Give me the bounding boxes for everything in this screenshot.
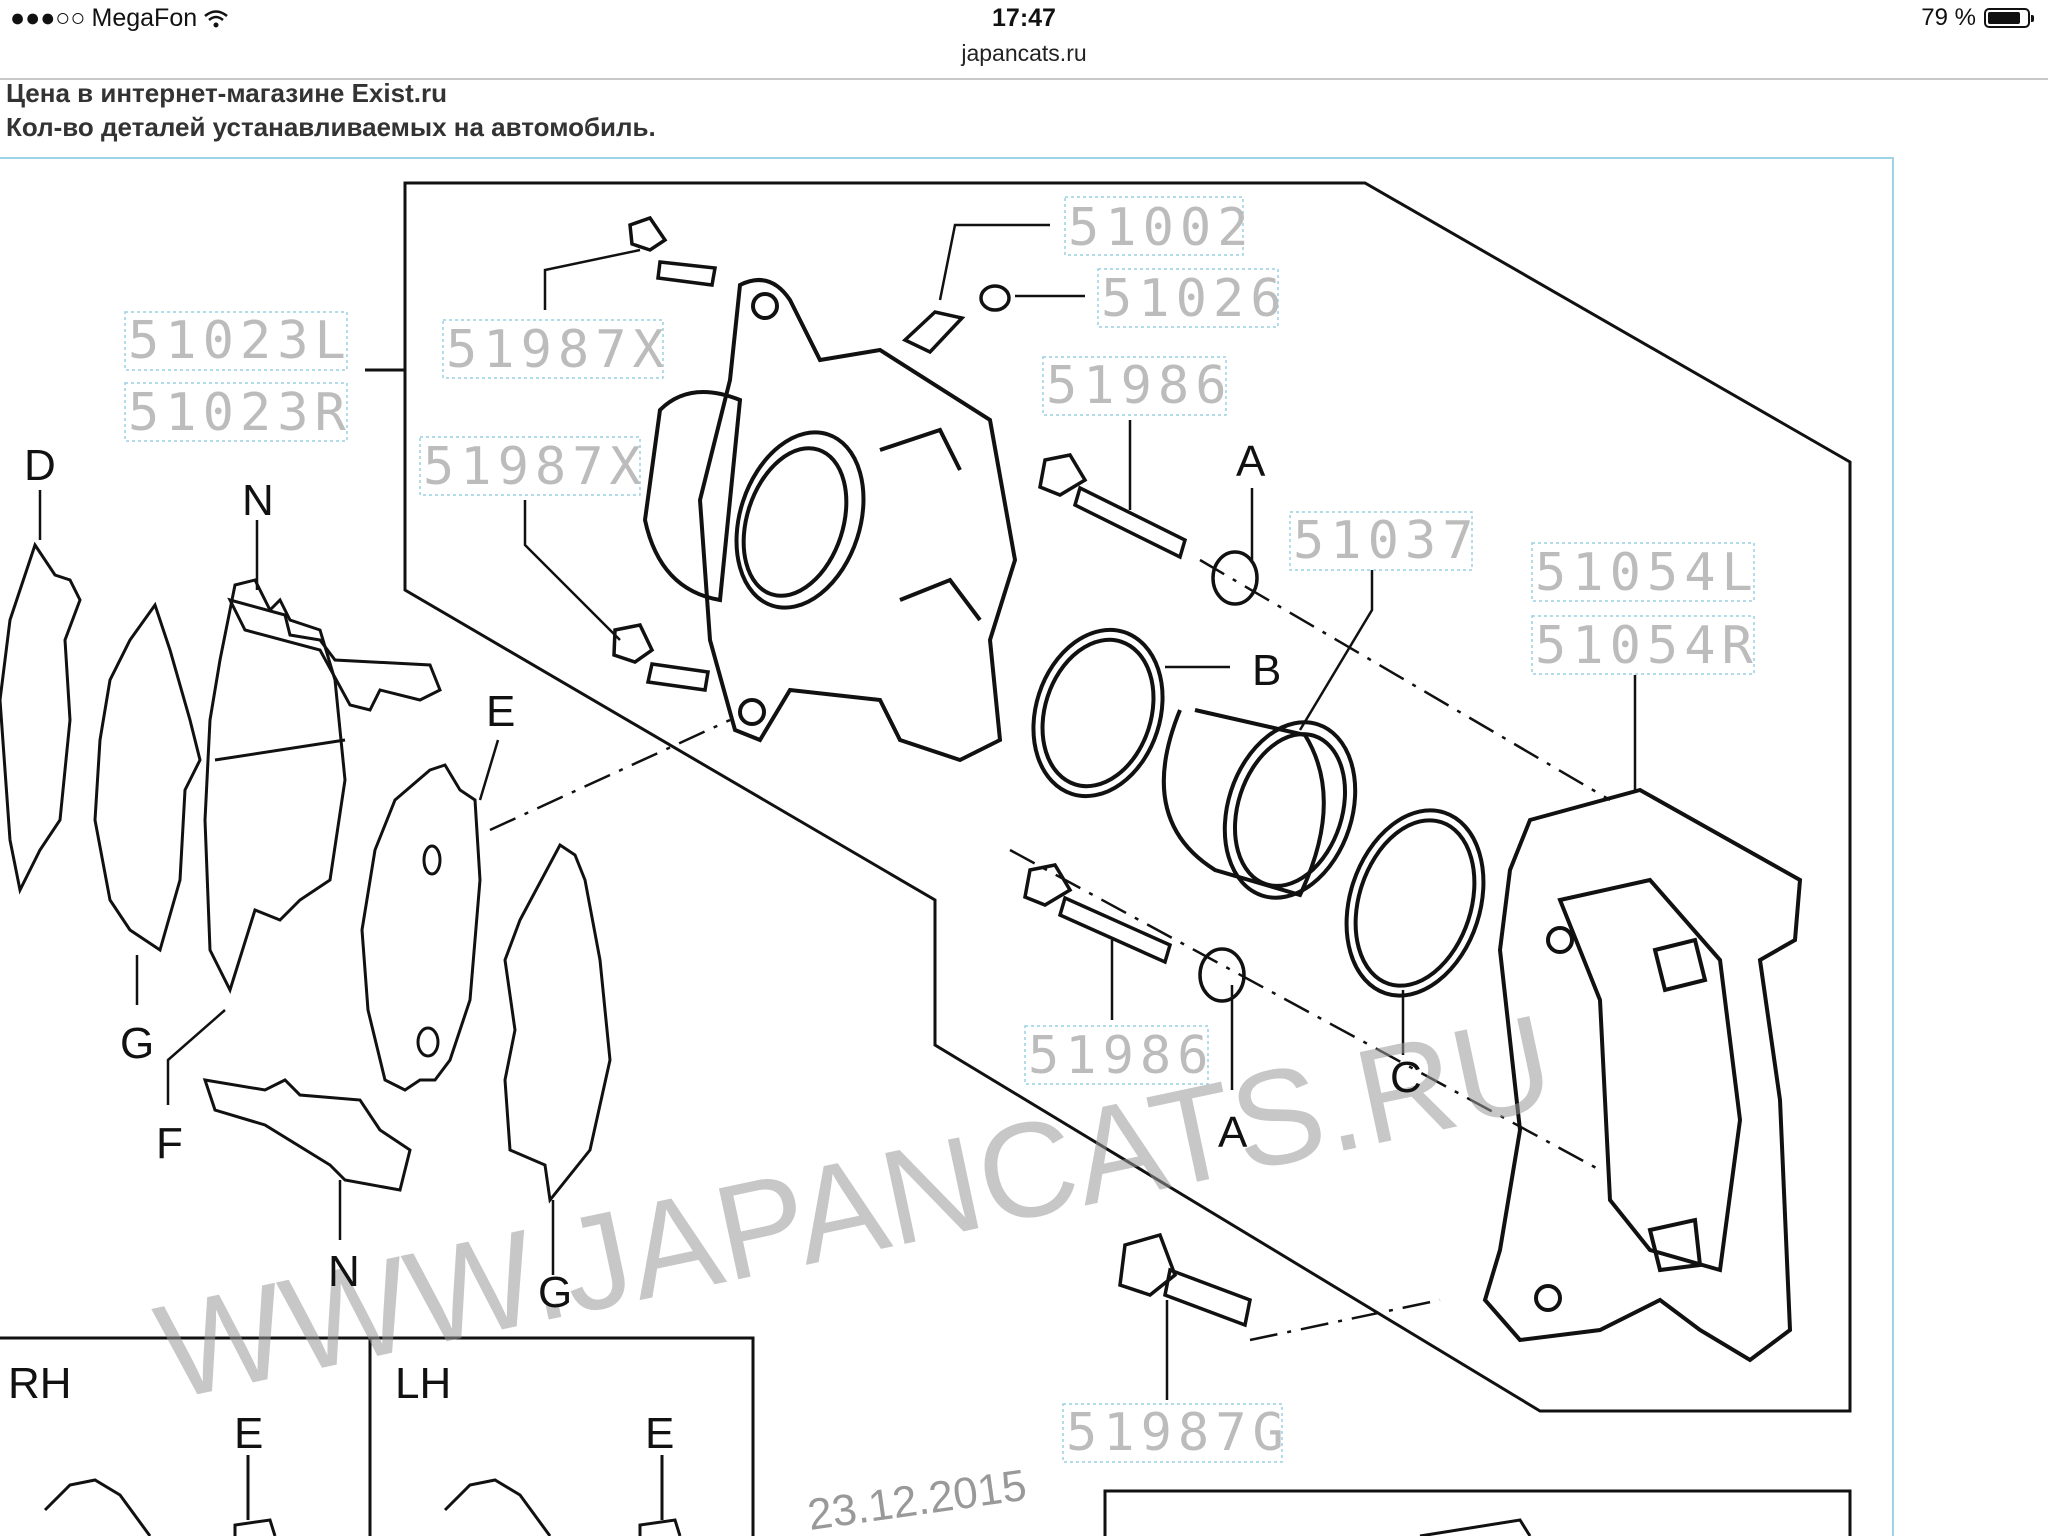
battery-icon — [1984, 8, 2034, 28]
callout-e-rh: E — [234, 1409, 263, 1458]
part-number-51986-bottom[interactable]: 51986 — [1028, 1026, 1215, 1086]
carrier-name: MegaFon — [91, 4, 198, 32]
callout-g-left: G — [120, 1019, 154, 1068]
carrier-info: ●●●○○ MegaFon — [10, 4, 229, 33]
part-number-51002[interactable]: 51002 — [1068, 198, 1255, 258]
callout-n-top: N — [242, 476, 274, 525]
callout-c: C — [1390, 1053, 1422, 1102]
part-number-51986-top[interactable]: 51986 — [1046, 356, 1233, 416]
battery-status: 79 % — [1921, 4, 2034, 32]
wifi-icon — [204, 9, 228, 27]
part-number-51987G[interactable]: 51987G — [1066, 1403, 1290, 1463]
inset-lh-label: LH — [395, 1359, 451, 1408]
watermark: WWW.JAPANCATS.RU — [145, 985, 1565, 1428]
part-number-51026[interactable]: 51026 — [1101, 269, 1288, 329]
callout-b: B — [1252, 646, 1281, 695]
callout-f: F — [156, 1119, 183, 1168]
part-number-51023L[interactable]: 51023L — [128, 311, 352, 371]
inset-rh-label: RH — [8, 1359, 72, 1408]
address-bar[interactable]: japancats.ru — [961, 40, 1087, 66]
callout-a-bottom: A — [1218, 1108, 1248, 1157]
part-number-51987X-top[interactable]: 51987X — [446, 320, 670, 380]
part-number-51987X-mid[interactable]: 51987X — [423, 437, 647, 497]
signal-icon: ●●●○○ — [10, 4, 86, 32]
price-info-line: Цена в интернет-магазине Exist.ru — [6, 78, 447, 108]
toolbar-divider — [0, 78, 2048, 80]
callout-g-right: G — [538, 1268, 572, 1317]
clock: 17:47 — [992, 4, 1056, 32]
part-number-51054L[interactable]: 51054L — [1535, 543, 1759, 603]
battery-percent: 79 % — [1921, 4, 1976, 31]
part-number-51037[interactable]: 51037 — [1293, 511, 1480, 571]
callout-e-lh: E — [645, 1409, 674, 1458]
callout-d: D — [24, 441, 56, 490]
status-bar: ●●●○○ MegaFon 17:47 79 % — [0, 0, 2048, 40]
quantity-info-line: Кол-во деталей устанавливаемых на автомо… — [6, 112, 656, 142]
diagram-frame — [0, 157, 1894, 1536]
callout-e-mid: E — [486, 687, 515, 736]
callout-a-top: A — [1236, 437, 1266, 486]
part-number-51054R[interactable]: 51054R — [1535, 616, 1759, 676]
date-stamp: 23.12.2015 — [805, 1461, 1030, 1536]
callout-n-bottom: N — [328, 1247, 360, 1296]
part-number-51023R[interactable]: 51023R — [128, 383, 352, 443]
